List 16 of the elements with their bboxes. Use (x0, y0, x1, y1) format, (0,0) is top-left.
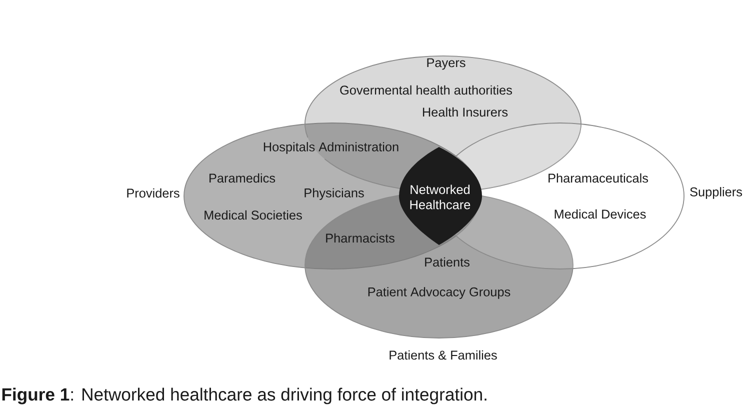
category-label: Suppliers (690, 187, 742, 199)
member-label: Patients (425, 257, 470, 267)
member-label: Patient Advocacy Groups (368, 287, 510, 299)
member-label: Paramedics (210, 173, 276, 183)
member-label: Govermental health authorities (340, 85, 512, 95)
member-label: Hospitals Administration (264, 142, 398, 154)
member-label: Medical Societies (204, 210, 302, 220)
member-label: Physicians (304, 188, 364, 200)
category-label: Payers (427, 58, 466, 70)
figure-caption: Figure 1: Networked healthcare as driving force of integration. (2, 388, 486, 404)
member-label: Pharmacists (326, 233, 394, 243)
member-label: Pharamaceuticals (548, 173, 648, 183)
category-label: Patients & Families (390, 350, 497, 360)
member-label: Medical Devices (554, 209, 646, 219)
category-label: Providers (127, 188, 180, 198)
member-label: Health Insurers (422, 107, 508, 117)
